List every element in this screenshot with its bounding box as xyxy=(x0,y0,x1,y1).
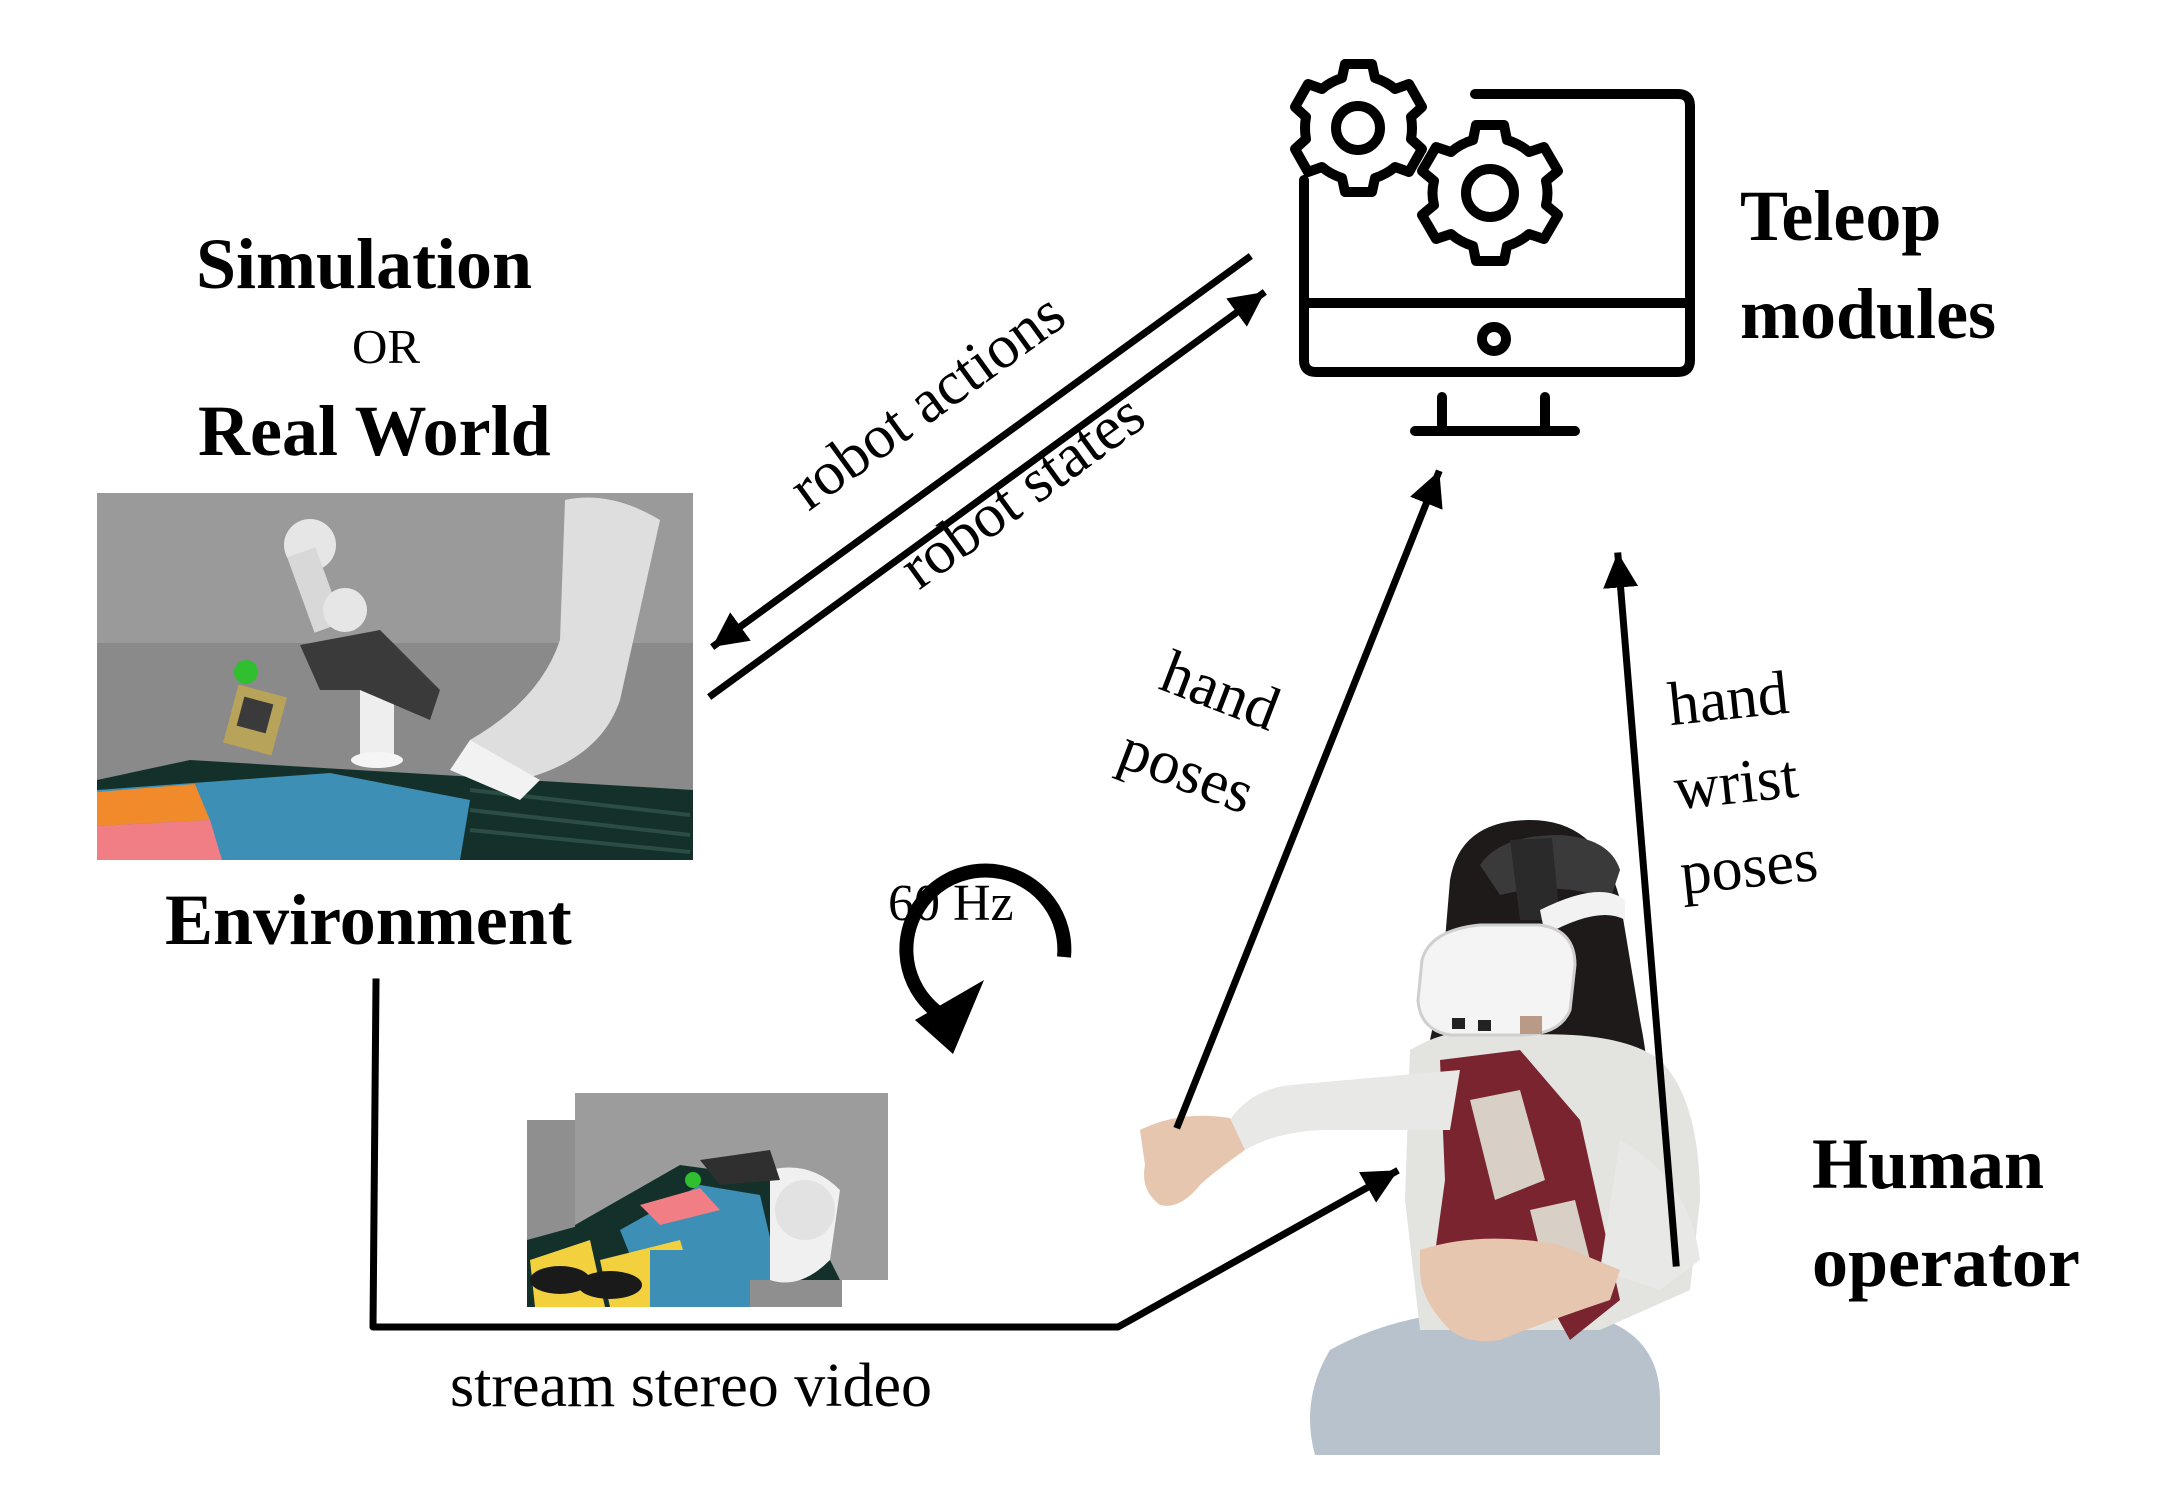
human-operator-label-line1: Human xyxy=(1812,1124,2045,1204)
simulation-render-image xyxy=(97,493,693,860)
stream-stereo-video-label: stream stereo video xyxy=(450,1352,933,1420)
stereo-video-frames xyxy=(527,1093,888,1307)
arrows xyxy=(369,253,1680,1331)
environment-title-real-world: Real World xyxy=(198,391,551,471)
teleop-modules-label-line1: Teleop xyxy=(1740,176,1942,256)
human-operator-label-line2: operator xyxy=(1812,1222,2080,1302)
wrist-poses-label-line2: wrist xyxy=(1670,742,1802,824)
wrist-poses-arrow xyxy=(1603,552,1680,1267)
environment-title-simulation: Simulation xyxy=(196,224,533,304)
stream-video-arrow xyxy=(369,978,1400,1331)
clockwise-loop-icon xyxy=(899,863,1072,1054)
human-operator-photo xyxy=(1140,820,1700,1455)
environment-caption: Environment xyxy=(165,880,572,960)
teleop-modules-label-line2: modules xyxy=(1740,274,1997,354)
hand-poses-arrow xyxy=(1173,469,1443,1130)
computer-gears-icon xyxy=(1290,59,1695,436)
environment-or-label: OR xyxy=(352,319,421,374)
wrist-poses-label-line1: hand xyxy=(1664,658,1792,740)
robot-actions-arrow xyxy=(710,253,1253,650)
robot-states-arrow xyxy=(707,289,1267,700)
loop-rate-label: 60 Hz xyxy=(888,875,1014,932)
wrist-poses-label-line3: poses xyxy=(1676,825,1821,909)
